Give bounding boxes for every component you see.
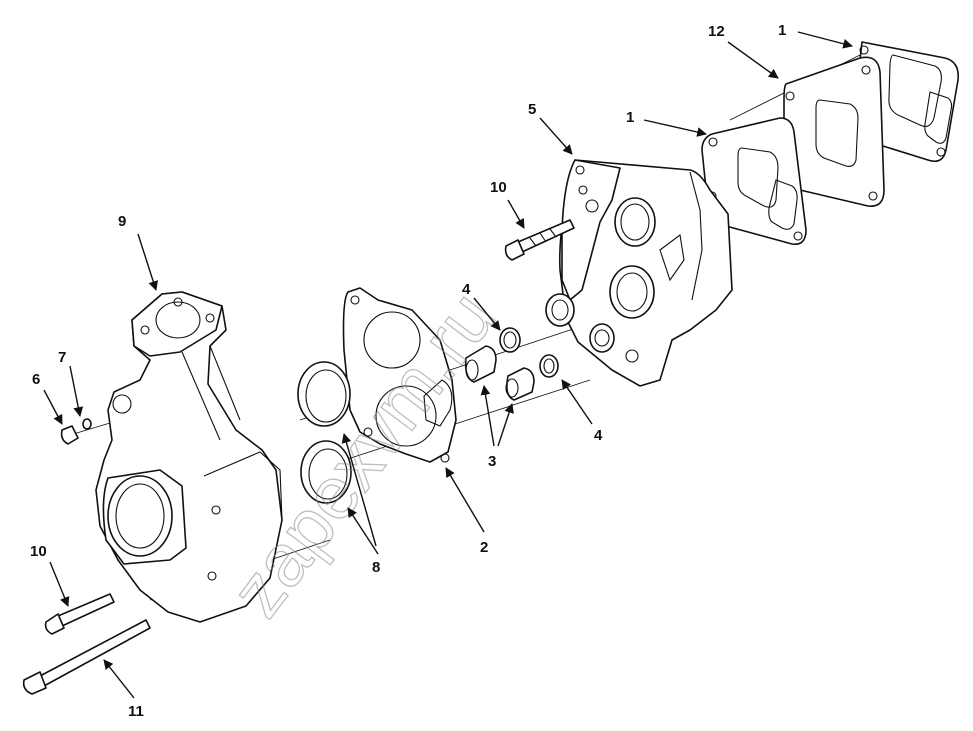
plate-12	[783, 56, 885, 207]
callout-1-top: 1	[778, 22, 786, 39]
housing-5	[545, 159, 733, 387]
callout-10-bottom: 10	[30, 543, 47, 560]
callout-11: 11	[128, 703, 144, 720]
callout-5: 5	[528, 101, 536, 118]
plug-6	[60, 425, 79, 445]
callout-2: 2	[480, 539, 488, 556]
callout-7: 7	[58, 349, 66, 366]
washer-7	[82, 418, 92, 430]
callout-1-middle: 1	[626, 109, 634, 126]
bolt-10-top	[504, 219, 575, 261]
gasket-2	[342, 287, 457, 463]
pump-body-9	[95, 291, 283, 623]
o-ring-4-bottom	[539, 354, 559, 378]
callout-9: 9	[118, 213, 126, 230]
bolt-10-bottom	[44, 593, 115, 635]
callout-4-bottom: 4	[594, 427, 603, 444]
callout-8: 8	[372, 559, 380, 576]
o-rings-8	[297, 361, 352, 504]
callout-6: 6	[32, 371, 40, 388]
callout-labels: 1 12 1 5 10 9 4 7 6 4 3 2 8 10 11	[30, 22, 786, 720]
callout-10-top: 10	[490, 179, 507, 196]
callout-12: 12	[708, 23, 725, 40]
sleeves-3	[464, 345, 535, 401]
o-ring-4-top	[499, 327, 521, 353]
gasket-1-middle	[701, 117, 807, 246]
callout-3: 3	[488, 453, 496, 470]
leader-arrows	[43, 31, 853, 699]
callout-4-top: 4	[462, 281, 471, 298]
bolt-11	[22, 619, 151, 695]
